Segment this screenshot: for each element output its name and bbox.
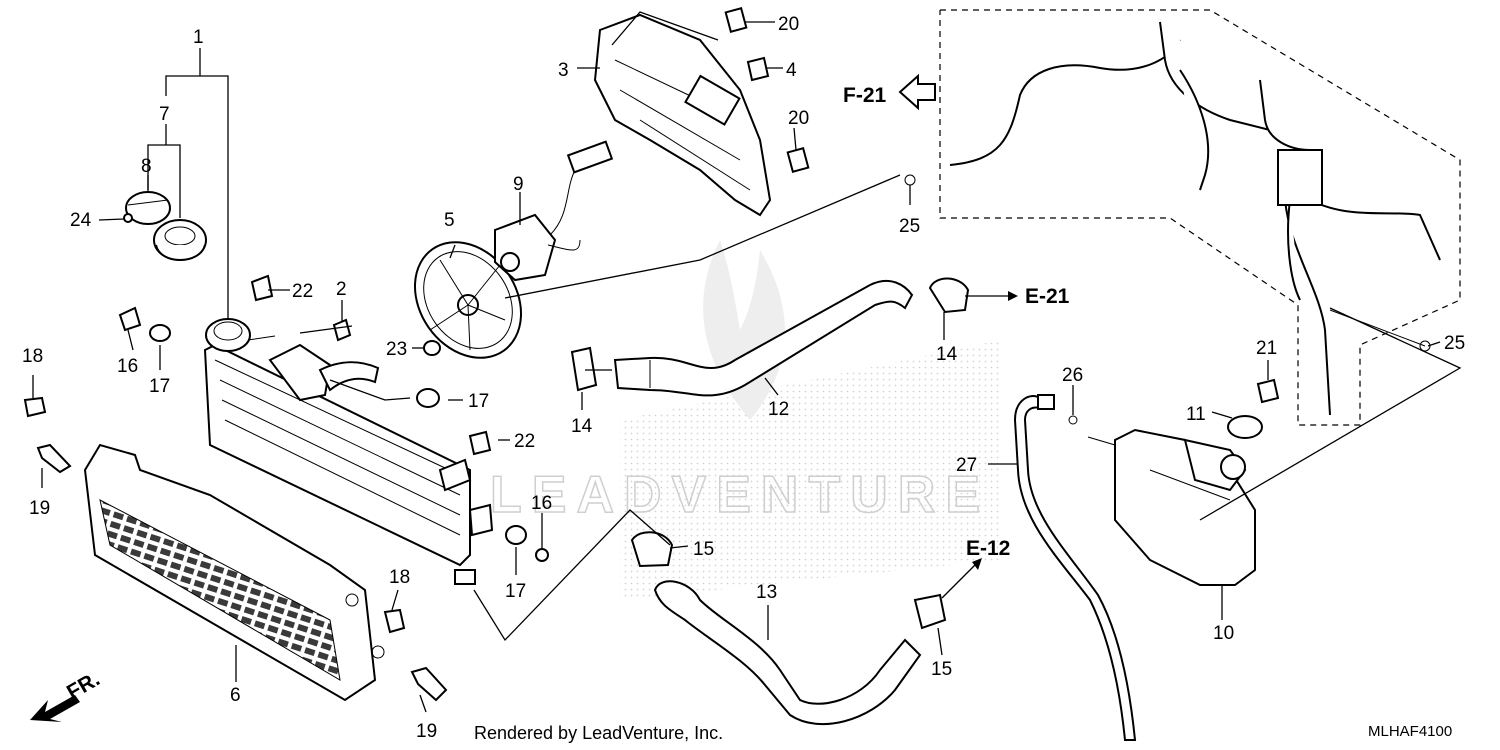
ref-e21: E-21 bbox=[1025, 285, 1070, 308]
label-5: 5 bbox=[444, 210, 455, 231]
label-14a: 14 bbox=[571, 416, 593, 437]
label-20b: 20 bbox=[788, 108, 809, 129]
label-14b: 14 bbox=[936, 344, 958, 365]
overflow-hose bbox=[1013, 394, 1137, 741]
label-20a: 20 bbox=[778, 14, 799, 35]
label-18a: 18 bbox=[22, 346, 43, 367]
label-26: 26 bbox=[1062, 365, 1083, 386]
part-labels: 1 7 8 24 22 2 5 9 3 20 4 20 16 17 23 17 … bbox=[22, 14, 1465, 742]
label-10: 10 bbox=[1213, 623, 1234, 644]
label-17b: 17 bbox=[468, 391, 489, 412]
ref-e12: E-12 bbox=[966, 537, 1010, 560]
label-25b: 25 bbox=[1444, 333, 1465, 354]
diagram-code: MLHAF4100 bbox=[1368, 723, 1452, 740]
label-18b: 18 bbox=[389, 567, 410, 588]
leader-lines bbox=[32, 11, 1462, 713]
label-4: 4 bbox=[786, 60, 797, 81]
label-8: 8 bbox=[141, 156, 152, 177]
label-2: 2 bbox=[336, 279, 347, 300]
watermark-text: LEADVENTURE bbox=[490, 466, 990, 524]
fasteners bbox=[23, 7, 1280, 702]
cooling-fan bbox=[413, 241, 523, 359]
label-16b: 16 bbox=[531, 493, 552, 514]
label-9: 9 bbox=[513, 174, 524, 195]
credit-text: Rendered by LeadVenture, Inc. bbox=[474, 723, 723, 743]
radiator bbox=[203, 318, 494, 585]
label-17c: 17 bbox=[505, 581, 526, 602]
ref-f21: F-21 bbox=[843, 84, 887, 107]
label-24: 24 bbox=[70, 210, 92, 231]
fan-shroud bbox=[593, 13, 772, 217]
label-25a: 25 bbox=[899, 216, 920, 237]
inset-box bbox=[939, 9, 1461, 426]
label-13: 13 bbox=[756, 582, 777, 603]
label-19a: 19 bbox=[29, 498, 50, 519]
watermark: LEADVENTURE bbox=[489, 240, 1000, 600]
label-21: 21 bbox=[1256, 338, 1277, 359]
radiator-grille bbox=[83, 443, 385, 702]
label-3: 3 bbox=[558, 60, 569, 81]
label-27: 27 bbox=[956, 455, 977, 476]
label-11: 11 bbox=[1186, 404, 1206, 425]
label-22a: 22 bbox=[292, 281, 313, 302]
label-17a: 17 bbox=[149, 376, 170, 397]
label-16a: 16 bbox=[117, 356, 138, 377]
lower-hose bbox=[630, 531, 947, 726]
reserve-tank bbox=[1087, 415, 1263, 586]
label-23: 23 bbox=[386, 339, 407, 360]
direction-arrows bbox=[30, 73, 936, 722]
upper-hose bbox=[570, 277, 970, 397]
label-1: 1 bbox=[193, 27, 204, 48]
label-19b: 19 bbox=[416, 721, 437, 742]
label-22b: 22 bbox=[514, 431, 535, 452]
label-12: 12 bbox=[768, 399, 789, 420]
fan-motor bbox=[494, 140, 614, 282]
label-15b: 15 bbox=[931, 659, 952, 680]
label-15a: 15 bbox=[693, 539, 714, 560]
label-6: 6 bbox=[230, 685, 241, 706]
radiator-cap bbox=[125, 191, 207, 261]
label-7: 7 bbox=[159, 104, 170, 125]
